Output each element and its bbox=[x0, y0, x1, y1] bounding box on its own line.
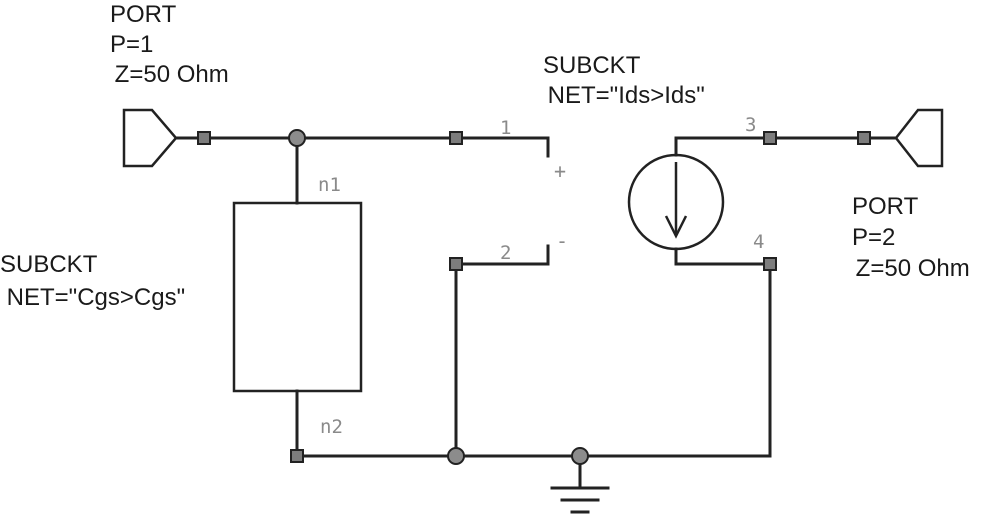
ids-subckt-label-line1: SUBCKT bbox=[543, 52, 641, 79]
pin1-terminal[interactable] bbox=[449, 131, 463, 145]
n2-terminal[interactable] bbox=[290, 449, 304, 463]
junction-node-ground[interactable] bbox=[571, 447, 589, 465]
pin-label-n1: n1 bbox=[318, 174, 341, 196]
junction-node-n1[interactable] bbox=[288, 129, 306, 147]
port1-label-line2: P=1 bbox=[110, 31, 153, 58]
port1-label-line3: Z=50 Ohm bbox=[108, 61, 229, 88]
junction-node-bus[interactable] bbox=[447, 447, 465, 465]
current-arrow-head-icon bbox=[664, 215, 688, 239]
pin-label-4: 4 bbox=[753, 231, 764, 253]
port2-pin[interactable] bbox=[857, 131, 871, 145]
pin-label-minus: - bbox=[556, 229, 568, 253]
pin-label-3: 3 bbox=[745, 114, 756, 136]
port2-symbol[interactable] bbox=[894, 108, 944, 168]
pin2-terminal[interactable] bbox=[449, 257, 463, 271]
cgs-subckt-box[interactable] bbox=[232, 201, 363, 393]
cgs-subckt-label-line1: SUBCKT bbox=[0, 251, 98, 278]
ids-subckt-label-line2: NET="Ids>Ids" bbox=[541, 82, 705, 109]
port2-shape bbox=[894, 108, 944, 168]
cgs-subckt-label-line2: NET="Cgs>Cgs" bbox=[0, 284, 185, 311]
port2-label-line2: P=2 bbox=[852, 224, 895, 251]
port2-label-line3: Z=50 Ohm bbox=[849, 255, 970, 282]
port1-pin[interactable] bbox=[197, 131, 211, 145]
port1-symbol[interactable] bbox=[122, 108, 178, 168]
pin4-terminal[interactable] bbox=[763, 257, 777, 271]
port1-shape bbox=[122, 108, 178, 168]
port1-label-line1: PORT bbox=[110, 1, 177, 28]
current-source-symbol[interactable] bbox=[627, 153, 725, 251]
pin-label-n2: n2 bbox=[320, 416, 343, 438]
pin-label-1: 1 bbox=[500, 117, 511, 139]
pin-label-2: 2 bbox=[500, 242, 511, 264]
port2-label-line1: PORT bbox=[852, 193, 919, 220]
pin-label-plus: + bbox=[554, 159, 566, 183]
pin3-terminal[interactable] bbox=[763, 131, 777, 145]
current-source-circle bbox=[627, 153, 725, 251]
